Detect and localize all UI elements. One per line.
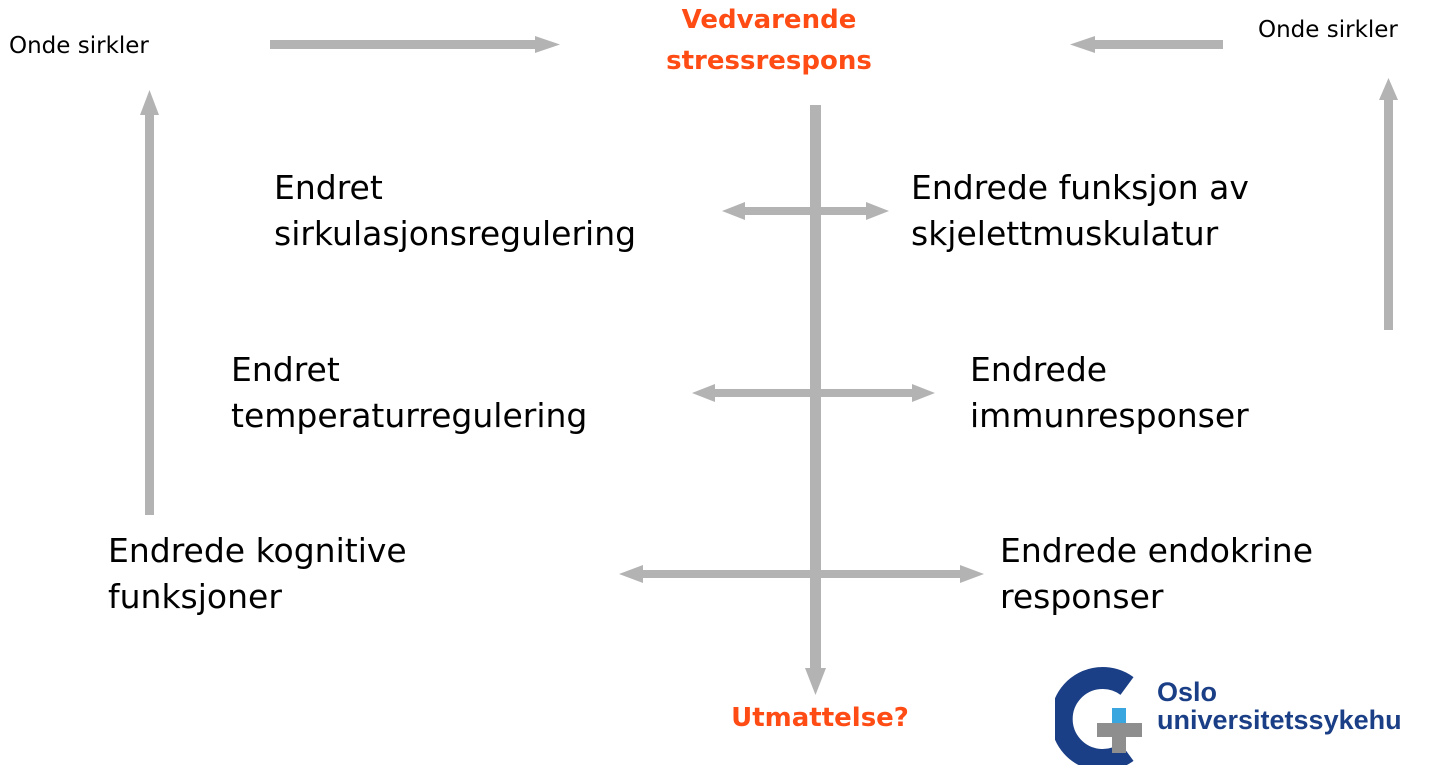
logo-wordmark: Oslo universitetssykehu [1157,678,1402,735]
arrow-row1-double [722,202,889,220]
logo-line2: universitetssykehu [1157,705,1402,736]
arrow-right-circle-to-center [1070,36,1223,53]
top-left-label: Onde sirkler [9,33,149,59]
center-top-line1: Vedvarende [681,5,857,35]
arrow-left-up [140,90,159,515]
arrow-right-up [1379,78,1398,330]
arrow-row3-double [619,565,984,583]
hospital-logo [1055,664,1444,765]
center-top-line2: stressrespons [666,46,872,77]
logo-mark-icon [1055,667,1142,765]
top-right-label: Onde sirkler [1258,17,1398,43]
center-top-title: Vedvarende stressrespons [637,5,901,77]
arrow-row2-double [692,384,935,402]
arrow-center-down [805,105,826,695]
arrow-left-circle-to-center [270,36,560,53]
logo-line1: Oslo [1157,677,1218,707]
center-bottom-title: Utmattelse? [731,703,909,733]
